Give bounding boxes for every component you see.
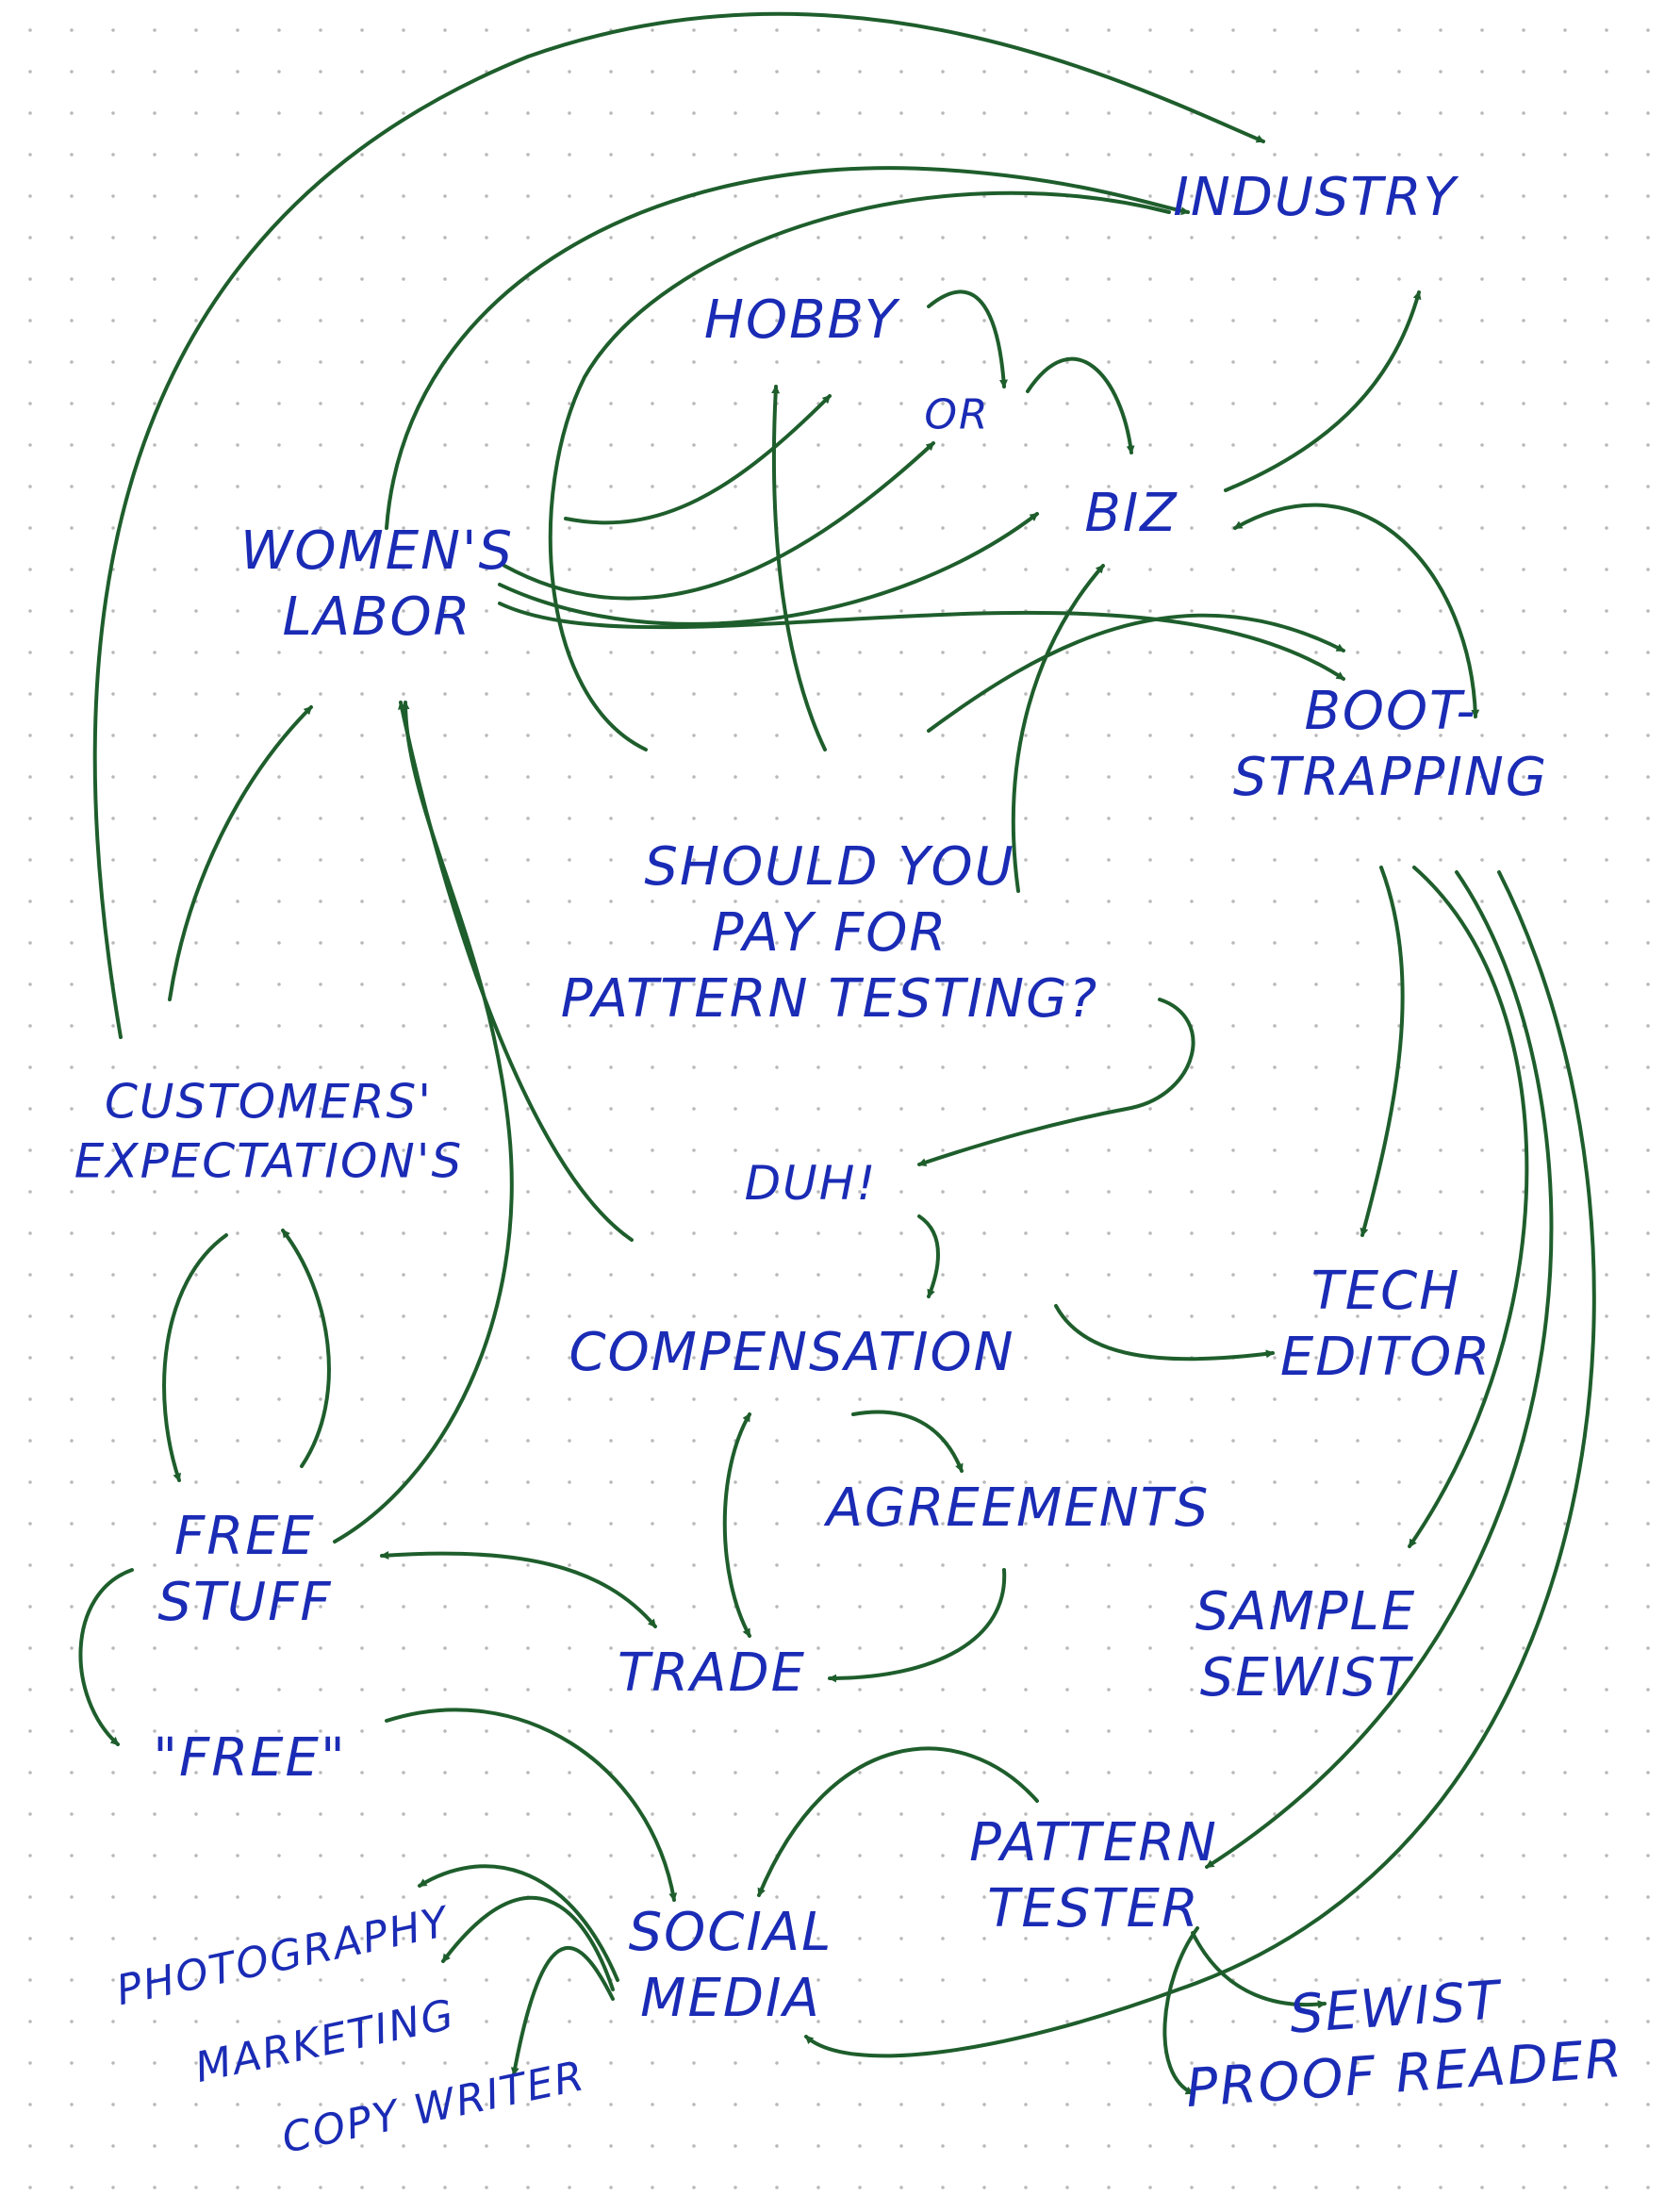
arrow-social-to-copy-writer <box>510 1945 615 2076</box>
node-free-quoted: "FREE" <box>153 1725 346 1791</box>
arrow-question-loop <box>548 190 1171 751</box>
arrow-pattern-tester-to-social-media <box>757 1746 1039 1897</box>
node-bootstrapping: BOOT- STRAPPING <box>1233 679 1548 811</box>
arrow-free-stuff-to-customers <box>281 1229 331 1468</box>
arrow-compensation-to-agreements <box>851 1410 964 1473</box>
node-free-stuff: FREE STUFF <box>157 1504 332 1636</box>
arrow-social-to-marketing <box>441 1895 615 1991</box>
node-question-line-3: PATTERN TESTING? <box>560 968 1099 1030</box>
node-hobby-label: HOBBY <box>703 289 899 351</box>
node-agreements: AGREEMENTS <box>827 1476 1211 1542</box>
arrow-social-to-photography <box>418 1864 619 1982</box>
node-or: OR <box>924 389 989 441</box>
arrow-compensation-to-womens <box>398 701 634 1242</box>
arrow-womens-to-biz <box>498 512 1039 626</box>
arrow-biz-to-industry <box>1224 290 1422 492</box>
node-or-label: OR <box>924 390 990 439</box>
node-customers-expectations-line-1: CUSTOMERS' <box>104 1074 434 1130</box>
node-customers-expectations: CUSTOMERS' EXPECTATION'S <box>74 1073 464 1191</box>
node-question-line-1: SHOULD YOU <box>644 836 1015 898</box>
arrow-womens-to-industry <box>385 166 1190 530</box>
node-tech-editor-line-2: EDITOR <box>1279 1327 1492 1388</box>
node-trade: TRADE <box>618 1641 806 1707</box>
node-sample-sewist-line-1: SAMPLE <box>1195 1581 1417 1642</box>
node-trade-label: TRADE <box>618 1642 806 1704</box>
node-question-line-2: PAY FOR <box>711 902 948 964</box>
arrow-bootstrapping-to-social-media <box>804 870 1596 2058</box>
node-social-media-line-2: MEDIA <box>640 1968 821 2029</box>
arrow-womens-to-or <box>503 441 935 601</box>
node-compensation-label: COMPENSATION <box>569 1322 1015 1383</box>
arrow-or-to-biz <box>1026 356 1135 454</box>
node-duh: DUH! <box>745 1154 878 1213</box>
arrow-bootstrapping-to-tech-editor <box>1360 866 1405 1237</box>
node-biz: BIZ <box>1084 481 1178 547</box>
node-free-stuff-line-1: FREE <box>174 1506 316 1567</box>
arrow-womens-to-hobby <box>564 394 832 525</box>
node-agreements-label: AGREEMENTS <box>826 1477 1211 1539</box>
node-customers-expectations-line-2: EXPECTATION'S <box>74 1133 464 1188</box>
arrow-question-to-duh <box>917 998 1195 1166</box>
arrow-duh-to-compensation <box>917 1214 940 1298</box>
arrow-bootstrapping-to-sample-sewist <box>1408 866 1529 1548</box>
arrow-pattern-tester-to-sewist <box>1191 1931 1327 2009</box>
node-social-media: SOCIAL MEDIA <box>629 1900 833 2032</box>
node-pattern-tester-line-2: TESTER <box>987 1878 1200 1940</box>
arrow-compensation-to-tech-editor <box>1054 1304 1275 1362</box>
arrow-biz-bootstrapping <box>1233 503 1480 718</box>
arrow-free-stuff-to-trade <box>380 1551 657 1628</box>
arrow-customers-to-free-stuff <box>162 1233 228 1482</box>
node-question: SHOULD YOU PAY FOR PATTERN TESTING? <box>561 834 1098 1032</box>
arrow-bootstrapping-to-pattern-tester <box>1205 870 1554 1869</box>
node-duh-label: DUH! <box>744 1155 878 1211</box>
arrow-pattern-tester-to-proof-reader <box>1162 1926 1199 2095</box>
arrow-question-to-hobby <box>771 385 827 751</box>
node-bootstrapping-line-1: BOOT- <box>1304 681 1477 742</box>
node-biz-label: BIZ <box>1084 483 1179 544</box>
node-free-quoted-label: "FREE" <box>153 1727 347 1789</box>
node-industry: INDUSTRY <box>1173 165 1457 231</box>
node-industry-label: INDUSTRY <box>1173 167 1458 228</box>
node-compensation: COMPENSATION <box>569 1320 1014 1386</box>
node-womens-labor-line-2: LABOR <box>282 586 472 648</box>
node-sample-sewist: SAMPLE SEWIST <box>1195 1579 1417 1711</box>
arrow-free-quoted-to-social-media <box>385 1708 678 1902</box>
node-sample-sewist-line-2: SEWIST <box>1199 1647 1412 1709</box>
arrow-agreements-to-trade <box>828 1568 1007 1683</box>
arrow-customers-to-womens <box>168 705 313 1001</box>
node-pattern-tester-line-1: PATTERN <box>969 1812 1218 1874</box>
node-pattern-tester: PATTERN TESTER <box>969 1810 1218 1942</box>
arrow-compensation-trade <box>722 1412 751 1638</box>
arrow-free-stuff-to-free-quoted <box>78 1568 134 1746</box>
node-social-media-line-1: SOCIAL <box>628 1902 833 1963</box>
node-free-stuff-line-2: STUFF <box>157 1572 333 1633</box>
node-womens-labor: WOMEN'S LABOR <box>240 519 514 651</box>
node-bootstrapping-line-2: STRAPPING <box>1232 747 1549 808</box>
node-tech-editor: TECH EDITOR <box>1280 1259 1492 1391</box>
arrow-question-to-biz <box>1011 564 1105 893</box>
node-tech-editor-line-1: TECH <box>1311 1261 1461 1322</box>
node-womens-labor-line-1: WOMEN'S <box>240 520 514 582</box>
node-hobby: HOBBY <box>704 288 898 354</box>
arrow-hobby-or-biz <box>927 289 1008 388</box>
arrow-customers-to-industry <box>92 11 1265 1039</box>
